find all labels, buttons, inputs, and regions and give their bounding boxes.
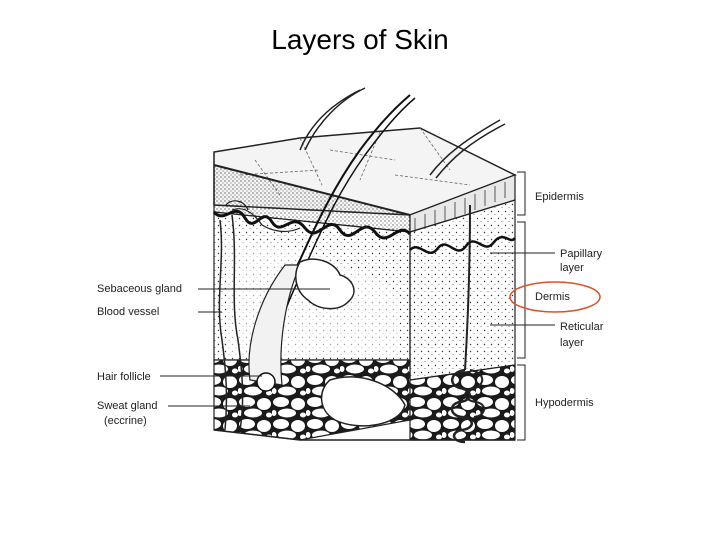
label-papillary-layer: layer — [560, 262, 584, 274]
label-epidermis: Epidermis — [535, 191, 584, 203]
label-sebaceous-gland: Sebaceous gland — [97, 283, 182, 295]
label-dermis: Dermis — [535, 291, 570, 303]
right-leader-lines — [490, 171, 555, 441]
dermis-side-face — [409, 199, 517, 381]
label-sweat-gland: Sweat gland — [97, 400, 158, 412]
label-hypodermis: Hypodermis — [535, 397, 594, 409]
dermis-highlight-ellipse — [509, 281, 601, 313]
label-sweat-gland-type: (eccrine) — [104, 415, 147, 427]
slide-title: Layers of Skin — [271, 24, 449, 55]
left-leader-lines — [160, 288, 330, 407]
label-hair-follicle: Hair follicle — [97, 371, 151, 383]
sebaceous-gland — [295, 258, 355, 310]
sweat-gland — [450, 204, 485, 444]
label-blood-vessel: Blood vessel — [97, 306, 159, 318]
hair-follicle-structure — [248, 87, 506, 392]
label-reticular: Reticular — [560, 321, 604, 333]
label-papillary: Papillary — [560, 248, 603, 260]
label-reticular-layer: layer — [560, 337, 584, 349]
blood-vessels — [218, 200, 301, 431]
